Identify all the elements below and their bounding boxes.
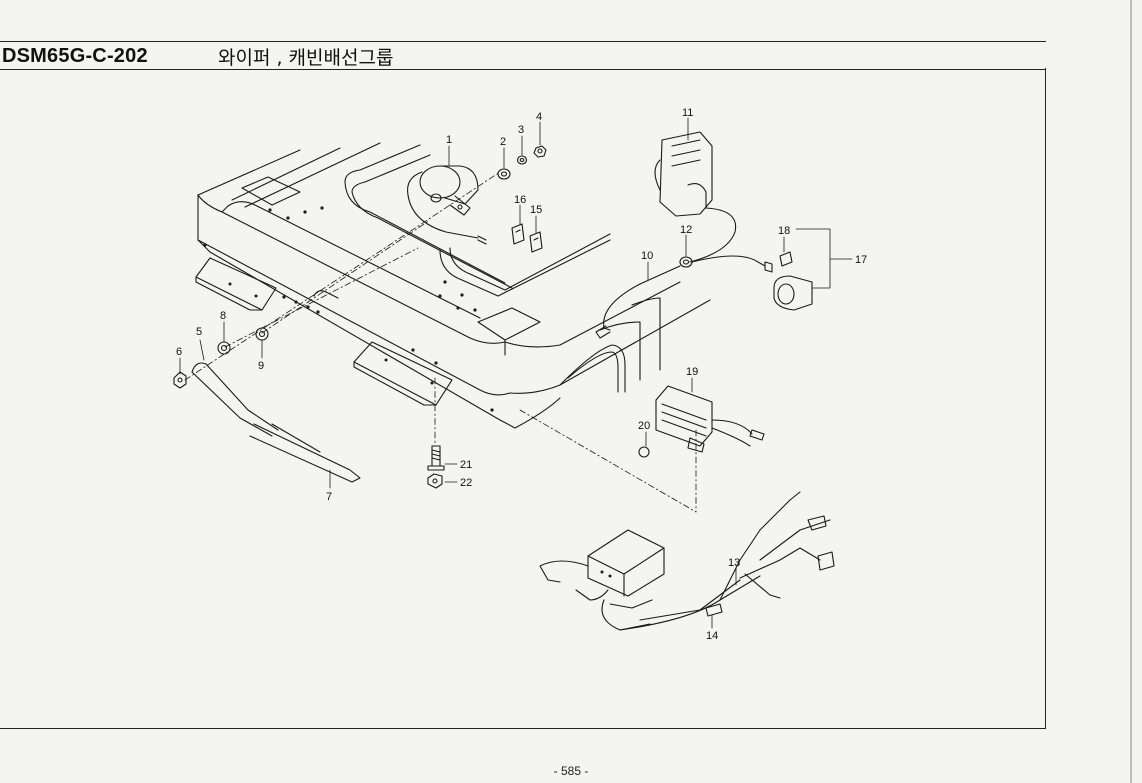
part-connectors (511, 223, 543, 253)
part-wiring-harness (539, 491, 835, 631)
wiper-mount-bracket-left (195, 257, 277, 311)
callout-1: 1 (446, 134, 452, 146)
drawing-title: 와이퍼 , 캐빈배선그룹 (218, 47, 394, 69)
callout-4: 4 (536, 111, 542, 123)
header-bar: DSM65G-C-202 와이퍼 , 캐빈배선그룹 (0, 41, 1046, 70)
part-wiper-switch-box (654, 131, 737, 263)
part-rear-lamp (638, 385, 765, 458)
callout-8: 8 (220, 310, 226, 322)
callout-15: 15 (530, 204, 542, 216)
callout-11: 11 (682, 107, 693, 119)
callout-14: 14 (706, 630, 718, 642)
part-bolt-nut (427, 445, 445, 489)
callout-18: 18 (778, 225, 790, 237)
callout-13: 13 (728, 557, 740, 569)
callout-22: 22 (460, 477, 472, 489)
callout-10: 10 (641, 250, 653, 262)
callout-numbers: 1 2 3 4 5 6 7 8 9 10 11 12 13 14 15 16 1… (176, 107, 867, 642)
callout-17: 17 (855, 254, 867, 266)
scan-edge (1130, 0, 1132, 783)
callout-7: 7 (326, 491, 332, 503)
wiper-mount-bracket-right (353, 341, 453, 406)
callout-6: 6 (176, 346, 182, 358)
drawing-frame (0, 68, 1046, 729)
callout-20: 20 (638, 420, 650, 432)
part-washers-nut (497, 145, 547, 180)
leader-lines (179, 117, 853, 629)
callout-21: 21 (460, 459, 472, 471)
callout-3: 3 (518, 124, 524, 136)
part-wiper-motor (407, 165, 487, 245)
callout-19: 19 (686, 366, 698, 378)
part-harness-grommet (595, 255, 773, 339)
callout-9: 9 (258, 360, 264, 372)
drawing-code: DSM65G-C-202 (2, 45, 148, 67)
callout-12: 12 (680, 224, 692, 236)
cabin-roof-frame (197, 142, 711, 429)
part-buzzer (773, 251, 813, 311)
callout-2: 2 (500, 136, 506, 148)
callout-16: 16 (514, 194, 526, 206)
part-wiper-arm-blade (173, 327, 361, 483)
callout-5: 5 (196, 326, 202, 338)
page-number: - 585 - (553, 764, 589, 778)
